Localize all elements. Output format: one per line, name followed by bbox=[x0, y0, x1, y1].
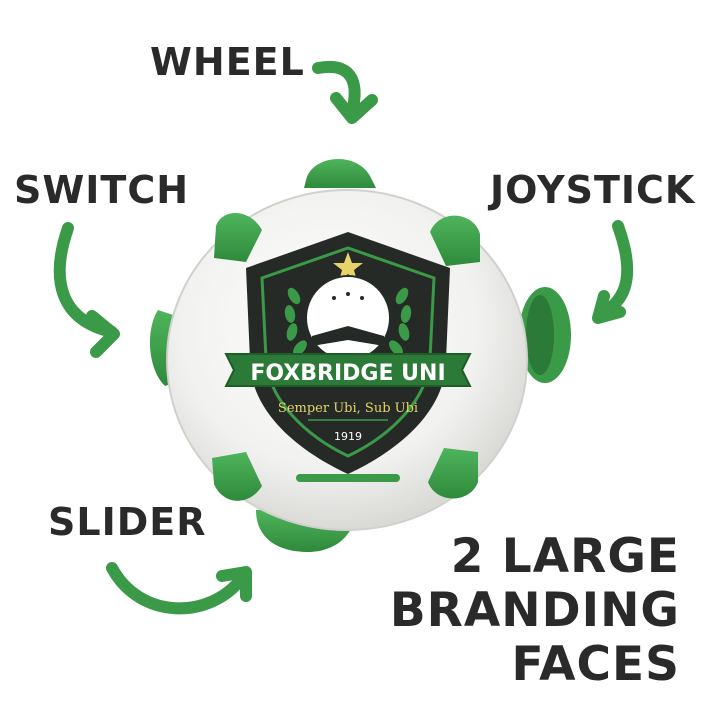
slider-track bbox=[296, 474, 400, 482]
crest-year: 1919 bbox=[334, 430, 362, 443]
branding-tagline: 2 LARGE BRANDING FACES bbox=[390, 530, 680, 692]
laurel-icon bbox=[284, 287, 412, 356]
star-icon bbox=[333, 252, 363, 281]
crest-banner bbox=[224, 353, 472, 387]
switch-label: SWITCH bbox=[14, 168, 190, 212]
crest: FOXBRIDGE UNI Semper Ubi, Sub Ubi 1919 bbox=[224, 232, 472, 474]
wheel-knob bbox=[304, 158, 376, 188]
tagline-line-3: FACES bbox=[511, 637, 680, 692]
tagline-line-2: BRANDING bbox=[389, 583, 680, 638]
wheel-label: WHEEL bbox=[150, 40, 305, 84]
tagline-line-1: 2 LARGE bbox=[450, 529, 680, 584]
slider-label: SLIDER bbox=[48, 500, 207, 544]
book-icon bbox=[312, 326, 384, 346]
small-stars bbox=[332, 292, 364, 300]
arrow-switch bbox=[53, 222, 120, 358]
arrow-slider bbox=[106, 562, 252, 615]
corner-grips bbox=[212, 212, 480, 501]
arrow-joystick bbox=[592, 220, 634, 324]
joystick-label: JOYSTICK bbox=[490, 168, 696, 212]
crest-name: FOXBRIDGE UNI bbox=[250, 361, 445, 386]
arrow-wheel bbox=[312, 60, 378, 124]
crest-motto: Semper Ubi, Sub Ubi bbox=[278, 401, 418, 416]
